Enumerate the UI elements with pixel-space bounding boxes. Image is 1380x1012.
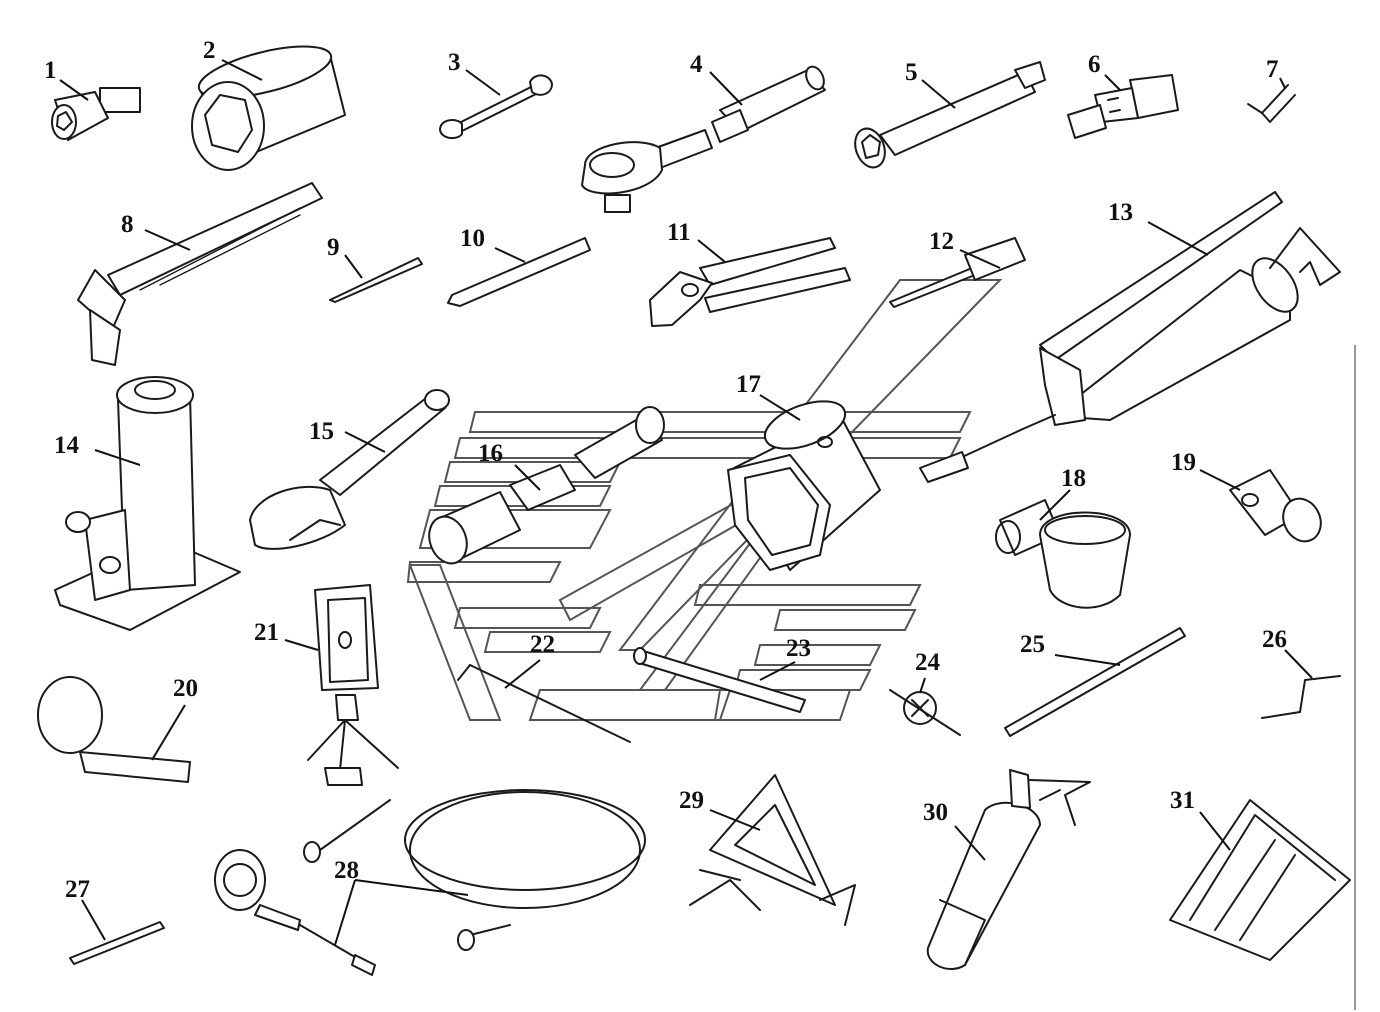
hex-key: [1247, 84, 1296, 123]
label-27: 27: [65, 876, 90, 903]
extension-bar: [854, 61, 1046, 169]
label-29: 29: [679, 787, 704, 814]
label-22: 22: [530, 631, 555, 658]
label-14: 14: [54, 432, 79, 459]
wheel-chock: [1169, 799, 1351, 961]
label-8: 8: [121, 211, 134, 238]
large-hex-socket: [727, 400, 881, 571]
universal-joint: [1067, 74, 1179, 139]
label-17: 17: [736, 371, 761, 398]
spanner-socket: [995, 499, 1131, 609]
label-26: 26: [1262, 626, 1287, 653]
rod: [633, 647, 806, 713]
label-25: 25: [1020, 631, 1045, 658]
socket-adapter: [51, 87, 141, 141]
grease-gun: [919, 191, 1341, 483]
crank-handle: [1261, 675, 1341, 719]
label-6: 6: [1088, 51, 1101, 78]
label-28: 28: [334, 857, 359, 884]
label-1: 1: [44, 57, 57, 84]
label-30: 30: [923, 799, 948, 826]
label-20: 20: [173, 675, 198, 702]
label-23: 23: [786, 635, 811, 662]
screwdriver: [889, 237, 1026, 308]
label-3: 3: [448, 49, 461, 76]
label-2: 2: [203, 37, 216, 64]
label-12: 12: [929, 228, 954, 255]
pliers: [649, 237, 851, 327]
punch: [329, 257, 423, 303]
air-hose-gauge: [214, 789, 646, 976]
extension-rod: [1004, 627, 1186, 737]
fire-extinguisher: [926, 769, 1091, 970]
bottle-jack: [54, 376, 241, 631]
open-end-wrench: [439, 74, 553, 140]
label-16: 16: [478, 440, 503, 467]
valve-tool: [889, 689, 961, 736]
large-socket: [191, 45, 346, 171]
label-24: 24: [915, 649, 940, 676]
chisel: [447, 237, 591, 307]
label-13: 13: [1108, 199, 1133, 226]
label-21: 21: [254, 619, 279, 646]
work-lamp: [307, 584, 399, 786]
label-15: 15: [309, 418, 334, 445]
adjustable-wrench: [249, 389, 450, 550]
pry-bar: [457, 664, 631, 743]
label-31: 31: [1170, 787, 1195, 814]
small-socket: [1229, 469, 1322, 543]
label-5: 5: [905, 59, 918, 86]
label-4: 4: [690, 51, 703, 78]
label-10: 10: [460, 225, 485, 252]
label-19: 19: [1171, 449, 1196, 476]
warning-triangle: [689, 774, 856, 926]
hammer: [77, 182, 323, 366]
valve-extension: [69, 921, 165, 965]
strap-wrench: [37, 676, 191, 783]
ratchet-handle: [581, 65, 826, 213]
label-11: 11: [667, 219, 691, 246]
box-socket-wrench: [428, 406, 665, 565]
label-18: 18: [1061, 465, 1086, 492]
label-9: 9: [327, 234, 340, 261]
leader-lines: [59, 59, 1313, 946]
label-7: 7: [1266, 56, 1279, 83]
